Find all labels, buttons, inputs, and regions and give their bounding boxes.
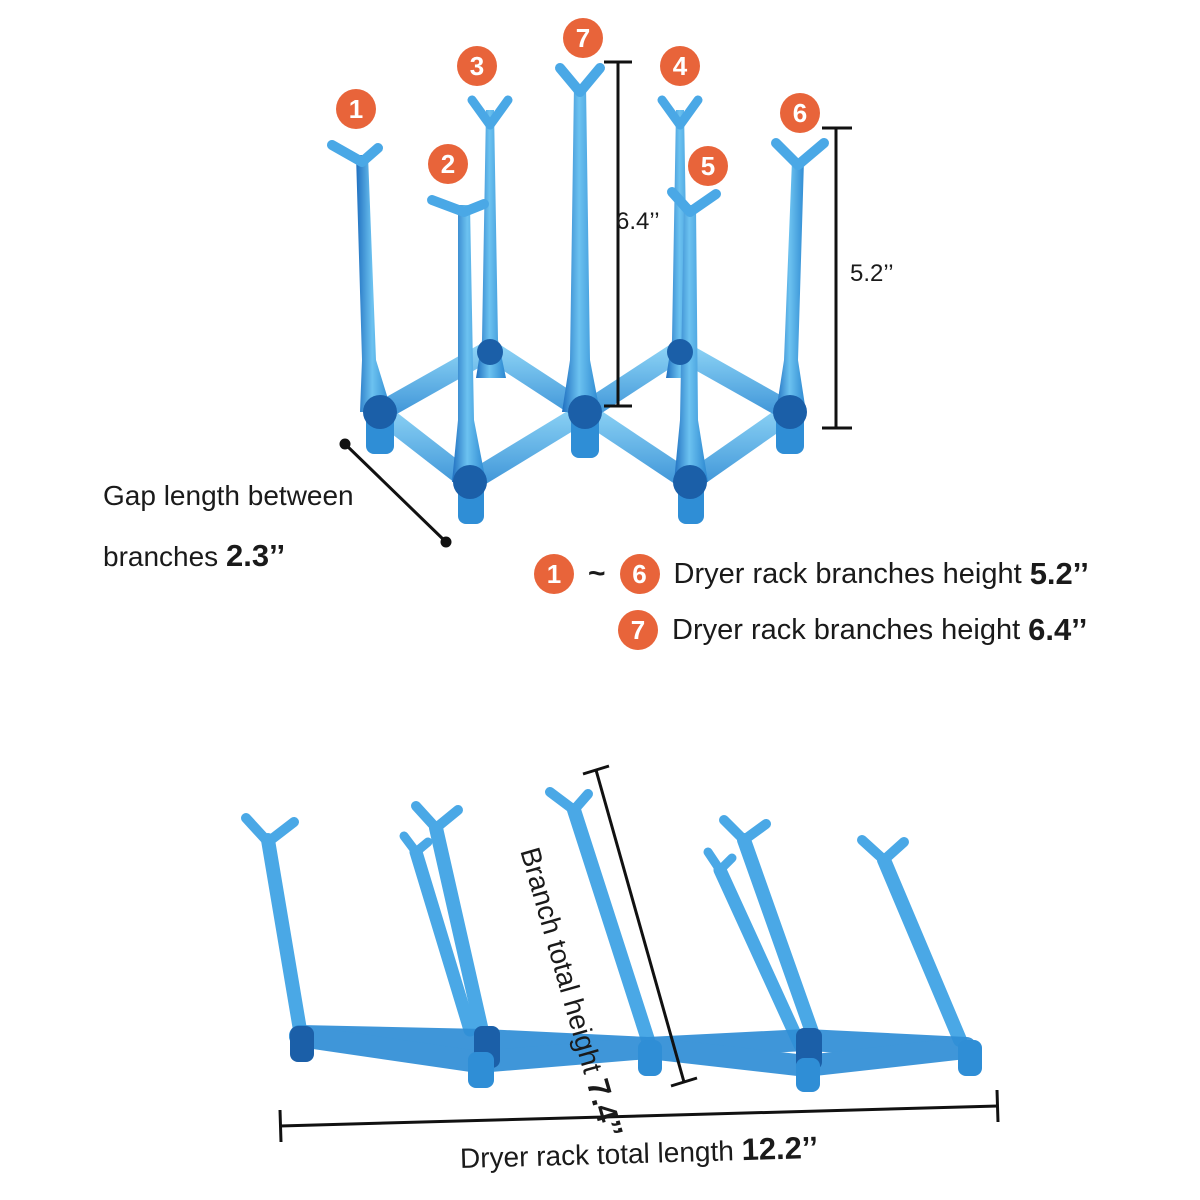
legend-text: Dryer rack branches height — [672, 613, 1021, 646]
legend-row-short-branches: 1 ~ 6 Dryer rack branches height 5.2’’ — [534, 554, 1089, 594]
dimension-line-total-length — [278, 1089, 1000, 1143]
badge-branch-7: 7 — [563, 18, 603, 58]
bottom-rack-illustration — [241, 764, 1000, 1143]
legend-value: 6.4’’ — [1028, 612, 1088, 647]
legend-badge-seven: 7 — [618, 610, 658, 650]
branch-5 — [667, 187, 721, 482]
badge-branch-5: 5 — [688, 146, 728, 186]
badge-branch-6: 6 — [780, 93, 820, 133]
badge-branch-2: 2 — [428, 144, 468, 184]
gap-label-line2: branches 2.3’’ — [103, 538, 285, 574]
bottom-rack-branches — [241, 787, 967, 1052]
branch-1 — [327, 140, 392, 412]
gap-label-value: 2.3’’ — [225, 538, 286, 573]
dimension-line-gap — [339, 438, 452, 548]
branch-6 — [771, 138, 829, 412]
gap-label-text: branches — [103, 541, 219, 572]
dimension-line-short — [822, 126, 852, 430]
dimension-line-total-height — [582, 764, 698, 1088]
dimension-label-tall: 6.4’’ — [616, 208, 660, 235]
legend-badge-from: 1 — [534, 554, 574, 594]
bottom-rack-feet — [290, 1026, 982, 1092]
legend-separator: ~ — [588, 557, 606, 590]
top-rack-illustration — [327, 60, 852, 548]
legend-value: 5.2’’ — [1029, 556, 1089, 591]
dimension-line-tall — [604, 60, 632, 408]
legend-text: Dryer rack branches height — [673, 557, 1022, 590]
dimension-label-short: 5.2’’ — [850, 260, 894, 287]
rack-hubs — [363, 339, 807, 524]
legend-badge-to: 6 — [619, 554, 660, 594]
total-length-value: 12.2’’ — [741, 1130, 819, 1168]
legend-row-tall-branch: 7 Dryer rack branches height 6.4’’ — [618, 610, 1087, 650]
branch-7 — [555, 63, 605, 412]
gap-label-line1: Gap length between — [103, 480, 354, 511]
rack-base-frame — [370, 340, 800, 492]
total-length-text: Dryer rack total length — [459, 1135, 735, 1174]
badge-branch-1: 1 — [336, 89, 376, 129]
branch-3 — [467, 95, 513, 378]
badge-branch-4: 4 — [660, 46, 700, 86]
branch-4 — [657, 95, 703, 378]
bottom-rack-base — [289, 1025, 977, 1077]
badge-branch-3: 3 — [457, 46, 497, 86]
branch-2 — [427, 195, 489, 482]
